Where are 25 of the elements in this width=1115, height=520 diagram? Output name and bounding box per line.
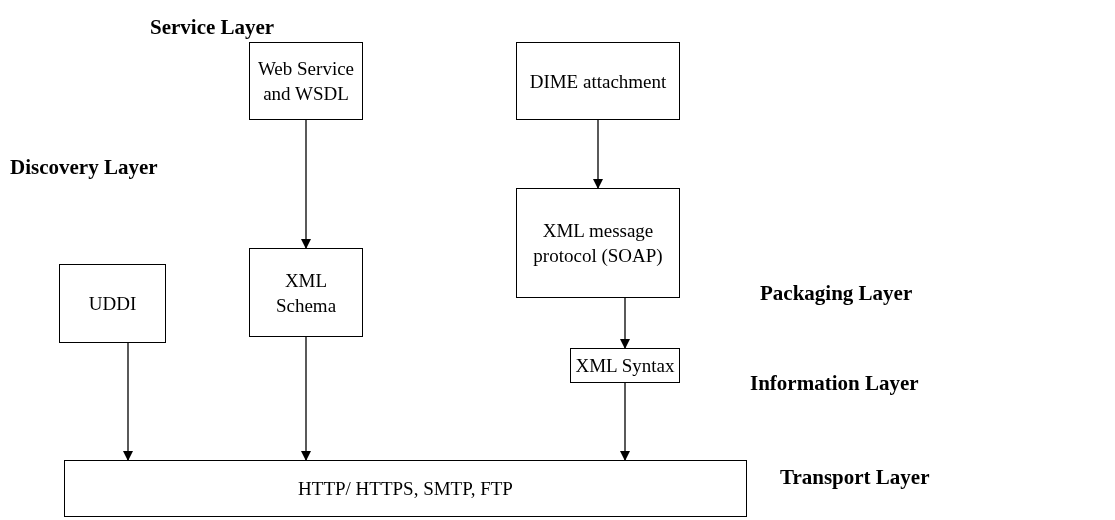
layer-label: Transport Layer [780, 464, 930, 491]
layer-box [59, 264, 166, 343]
arrow [593, 119, 603, 189]
box-label: DIME attachment [529, 69, 667, 94]
layer-box [516, 42, 680, 120]
arrow [123, 342, 133, 461]
arrow [301, 336, 311, 461]
layer-label: Service Layer [150, 14, 275, 41]
layer-box [570, 348, 680, 383]
box-label: UDDI [88, 292, 137, 316]
layer-label: Packaging Layer [760, 280, 913, 307]
box-label: Web Service and WSDL [256, 57, 356, 106]
box-label: HTTP/ HTTPS, SMTP, FTP [298, 477, 513, 501]
layer-box [64, 460, 747, 517]
layer-box [249, 248, 363, 337]
layer-label: Discovery Layer [10, 154, 158, 181]
box-label: XML Syntax [575, 354, 675, 378]
layer-box [249, 42, 363, 120]
arrow [620, 297, 630, 349]
layer-label: Information Layer [750, 370, 919, 397]
arrow [620, 382, 630, 461]
box-label: XML Schema [274, 268, 338, 318]
arrow [301, 119, 311, 249]
box-label: XML message protocol (SOAP) [532, 219, 664, 268]
layer-box [516, 188, 680, 298]
